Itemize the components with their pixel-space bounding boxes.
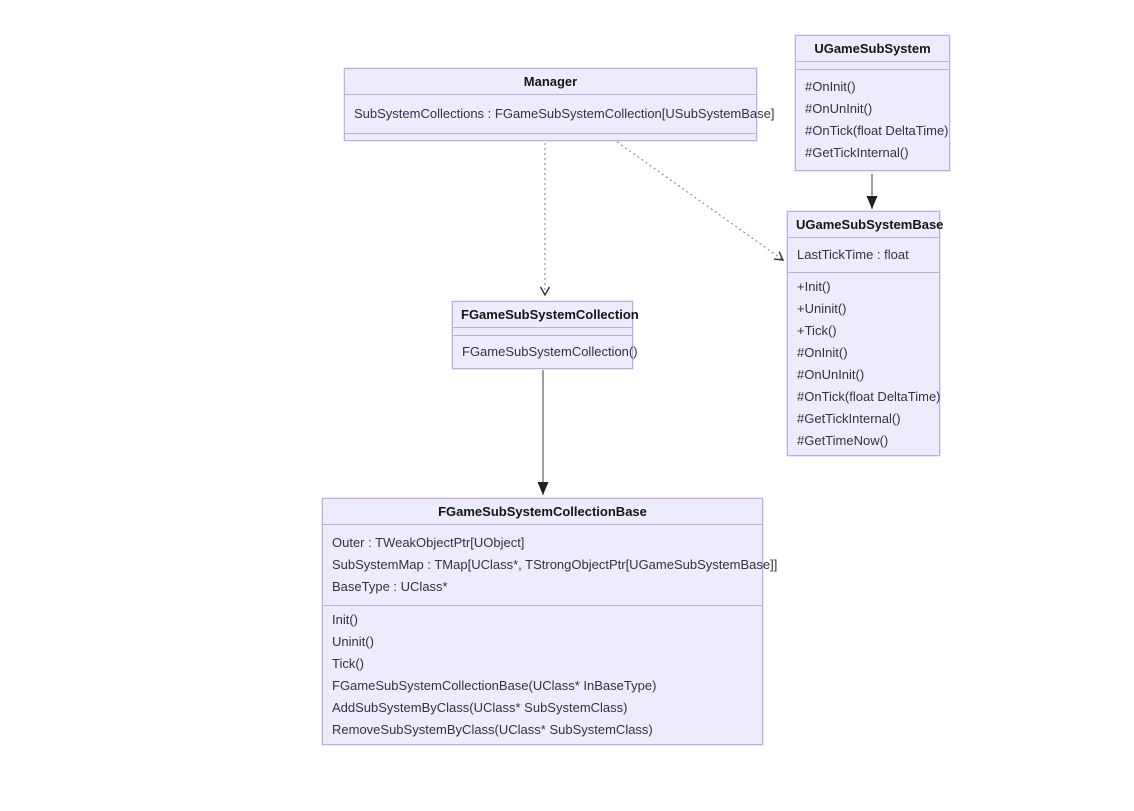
- method-row: #OnInit(): [797, 345, 848, 360]
- class-title: Manager: [345, 69, 756, 95]
- class-title: FGameSubSystemCollectionBase: [323, 499, 762, 525]
- attribute-row: SubSystemMap : TMap[UClass*, TStrongObje…: [332, 557, 778, 572]
- methods-section: Init() Uninit() Tick() FGameSubSystemCol…: [323, 606, 762, 744]
- attribute-row: Outer : TWeakObjectPtr[UObject]: [332, 535, 525, 550]
- method-row: +Tick(): [797, 323, 837, 338]
- method-row: #OnUnInit(): [805, 101, 873, 116]
- method-row: #GetTimeNow(): [797, 433, 889, 448]
- attributes-section: LastTickTime : float: [788, 238, 939, 273]
- class-box-ugamesubsystem: UGameSubSystem #OnInit() #OnUnInit() #On…: [795, 35, 950, 171]
- method-row: +Uninit(): [797, 301, 847, 316]
- method-row: FGameSubSystemCollectionBase(UClass* InB…: [332, 678, 657, 693]
- method-row: Tick(): [332, 656, 365, 671]
- method-row: AddSubSystemByClass(UClass* SubSystemCla…: [332, 700, 628, 715]
- method-row: #OnUnInit(): [797, 367, 865, 382]
- method-row: Init(): [332, 612, 358, 627]
- class-box-fgamesubsystemcollection: FGameSubSystemCollection FGameSubSystemC…: [452, 301, 639, 369]
- attributes-section-empty: [453, 328, 632, 336]
- method-row: #OnTick(float DeltaTime): [805, 123, 949, 138]
- method-row: #GetTickInternal(): [797, 411, 901, 426]
- method-row: #OnInit(): [805, 79, 856, 94]
- class-box-manager: Manager SubSystemCollections : FGameSubS…: [344, 68, 775, 141]
- methods-section: +Init() +Uninit() +Tick() #OnInit() #OnU…: [788, 273, 941, 455]
- class-title: UGameSubSystem: [796, 36, 949, 62]
- class-title: FGameSubSystemCollection: [453, 302, 639, 328]
- methods-section: #OnInit() #OnUnInit() #OnTick(float Delt…: [796, 70, 949, 170]
- class-box-fgamesubsystemcollectionbase: FGameSubSystemCollectionBase Outer : TWe…: [322, 498, 778, 745]
- methods-section-empty: [345, 134, 756, 140]
- attributes-section: SubSystemCollections : FGameSubSystemCol…: [345, 95, 775, 134]
- class-title: UGameSubSystemBase: [788, 212, 943, 238]
- method-row: +Init(): [797, 279, 831, 294]
- method-row: FGameSubSystemCollection(): [462, 344, 638, 359]
- method-row: RemoveSubSystemByClass(UClass* SubSystem…: [332, 722, 653, 737]
- attribute-row: BaseType : UClass*: [332, 579, 448, 594]
- attribute-row: SubSystemCollections : FGameSubSystemCol…: [354, 106, 775, 121]
- class-box-ugamesubsystembase: UGameSubSystemBase LastTickTime : float …: [787, 211, 943, 456]
- attribute-row: LastTickTime : float: [797, 247, 909, 262]
- method-row: Uninit(): [332, 634, 374, 649]
- method-row: #GetTickInternal(): [805, 145, 909, 160]
- attributes-section: Outer : TWeakObjectPtr[UObject] SubSyste…: [323, 525, 778, 606]
- attributes-section-empty: [796, 62, 949, 70]
- methods-section: FGameSubSystemCollection(): [453, 336, 638, 368]
- method-row: #OnTick(float DeltaTime): [797, 389, 941, 404]
- arrow-manager-to-ugamesubsystembase: [612, 138, 785, 261]
